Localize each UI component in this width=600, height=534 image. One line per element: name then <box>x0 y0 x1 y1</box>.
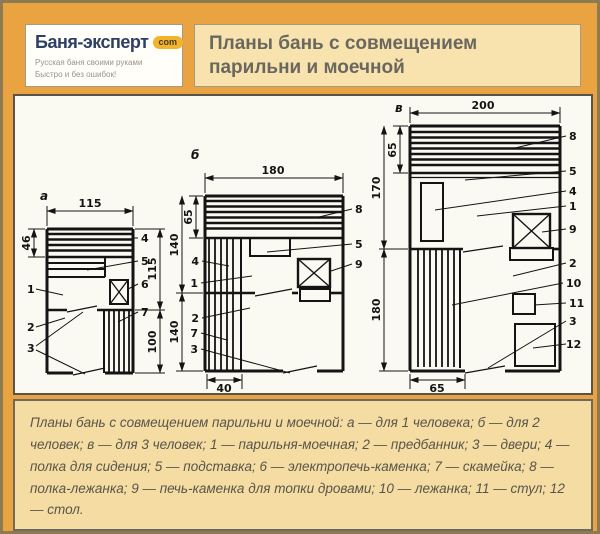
plan-v-sitting-shelf <box>420 182 444 242</box>
callout-label: 8 <box>355 203 363 216</box>
callout-label: 8 <box>569 130 577 143</box>
plan-b-entry-door-leaf <box>282 365 318 374</box>
page-title: Планы бань с совмещением парильни и моеч… <box>209 32 478 78</box>
callout-label: 7 <box>190 327 198 340</box>
plan-b-dim-shelf-label: 65 <box>182 209 195 224</box>
plan-v-leaders <box>434 135 567 369</box>
title-box: Планы бань с совмещением парильни и моеч… <box>194 24 581 87</box>
plan-b-dim-room1-label: 140 <box>168 233 181 256</box>
site-logo[interactable]: Баня-эксперт com Русская баня своими рук… <box>25 24 184 87</box>
callout-label: 12 <box>566 338 581 351</box>
callout-label: 7 <box>141 306 149 319</box>
plan-b-leaders <box>200 208 353 374</box>
plan-a: а <box>20 189 165 376</box>
plan-b: б <box>168 148 363 393</box>
domain-badge: com <box>152 36 184 49</box>
plan-v-table <box>514 323 556 367</box>
plan-v-dim-bench <box>409 374 466 389</box>
plan-b-shelf-hatch <box>205 199 343 240</box>
brand-name: Баня-эксперт <box>35 32 149 52</box>
plan-v-lounger-hatch <box>417 249 461 368</box>
plan-v-dim-shelf-label: 65 <box>386 142 399 157</box>
callout-label: 3 <box>190 343 198 356</box>
wood-stove-icon <box>509 212 554 261</box>
callout-label: 6 <box>141 278 149 291</box>
plan-v: в <box>370 99 584 393</box>
plan-b-stand <box>249 237 291 257</box>
callout-label: 9 <box>569 223 577 236</box>
callout-label: 1 <box>569 200 577 213</box>
callout-label: 4 <box>569 185 577 198</box>
plan-v-letter: в <box>395 101 403 115</box>
tagline-line-1: Русская баня своими руками <box>35 58 143 67</box>
plan-v-dim-width-label: 200 <box>472 99 495 112</box>
bath-plans-panel: а <box>13 94 593 395</box>
callout-label: 3 <box>569 315 577 328</box>
callout-label: 5 <box>355 238 363 251</box>
plan-b-letter: б <box>191 148 199 162</box>
callout-label: 2 <box>191 312 199 325</box>
plan-v-dim-width <box>409 107 561 123</box>
plan-b-dim-width <box>204 173 344 193</box>
callout-label: 5 <box>141 255 149 268</box>
plan-a-dim-shelf <box>28 228 45 258</box>
callout-label: 1 <box>190 277 198 290</box>
plan-a-inner-door-leaf <box>66 305 98 313</box>
plan-v-dim-room1-label: 170 <box>370 176 383 199</box>
plan-v-shelf-hatch <box>410 130 560 179</box>
callout-label: 2 <box>569 257 577 270</box>
plan-a-dim-room1-label: 115 <box>146 258 159 281</box>
callout-label: 4 <box>191 255 199 268</box>
callout-label: 11 <box>569 297 584 310</box>
plan-a-dim-room2-label: 100 <box>146 330 159 353</box>
callout-label: 5 <box>569 165 577 178</box>
plan-b-dim-left <box>176 195 203 372</box>
plan-b-dim-bench <box>206 374 243 389</box>
bath-plans-drawing: а <box>20 99 584 393</box>
electric-stove-icon <box>109 279 129 305</box>
callout-label: 10 <box>566 277 582 290</box>
plan-v-stool <box>512 293 536 315</box>
plan-b-dim-shelf <box>189 195 203 239</box>
plan-b-bench-hatch <box>208 238 242 371</box>
brand-tagline: Русская баня своими руками Быстро и без … <box>35 57 174 80</box>
plan-v-inner-door-leaf <box>462 245 504 253</box>
plan-b-inner-door-leaf <box>254 288 293 297</box>
plan-v-dim-room2-label: 180 <box>370 298 383 321</box>
plan-a-dim-shelf-label: 46 <box>20 235 33 251</box>
tagline-line-2: Быстро и без ошибок! <box>35 69 117 79</box>
plan-b-dim-width-label: 180 <box>262 164 285 177</box>
plan-a-walls <box>45 227 135 375</box>
caption-box: Планы бань с совмещением парильни и моеч… <box>13 399 593 531</box>
plan-a-leaders <box>35 237 139 375</box>
plan-b-dim-room2-label: 140 <box>168 320 181 343</box>
plan-b-walls <box>203 194 345 373</box>
plan-v-dim-shelf <box>393 125 408 174</box>
brand-line: Баня-эксперт com <box>35 32 184 53</box>
plan-a-dim-width-label: 115 <box>79 197 102 210</box>
wood-stove-icon <box>296 257 332 302</box>
plan-a-stand <box>47 257 106 278</box>
plan-b-dim-bench-label: 40 <box>216 382 232 393</box>
callout-label: 3 <box>27 342 35 355</box>
plan-v-dim-left <box>379 125 408 372</box>
caption-text: Планы бань с совмещением парильни и моеч… <box>30 415 570 518</box>
callout-label: 2 <box>27 321 35 334</box>
plan-a-bench-hatch <box>103 310 130 373</box>
plan-a-shelf-hatch <box>47 232 133 259</box>
callout-label: 1 <box>27 283 35 296</box>
plan-a-dim-width <box>46 206 134 226</box>
plan-v-dim-bench-label: 65 <box>429 382 444 393</box>
plan-v-entry-door-leaf <box>464 365 506 374</box>
callout-label: 9 <box>355 258 363 271</box>
plan-a-letter: а <box>40 189 48 203</box>
plan-a-dim-right <box>135 228 165 374</box>
plan-a-entry-door-leaf <box>72 367 106 376</box>
callout-label: 4 <box>141 232 149 245</box>
